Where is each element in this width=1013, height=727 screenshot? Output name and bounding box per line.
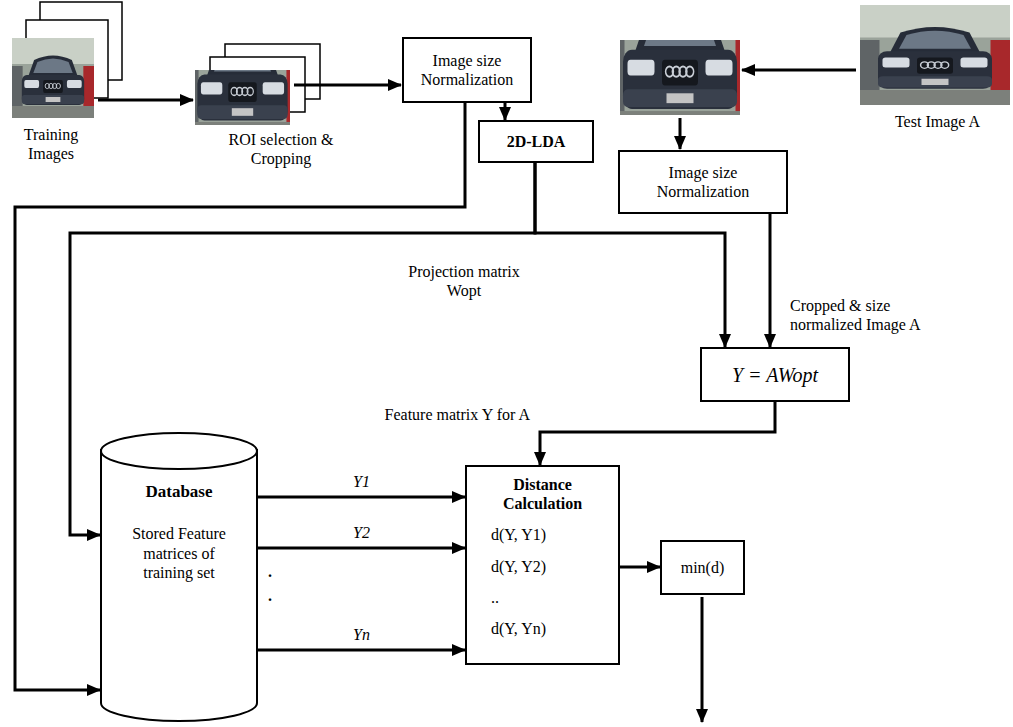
process-box: 2D-LDA (478, 120, 594, 163)
process-box: Distance Calculation d(Y, Y1) d(Y, Y2).. d(… (465, 465, 620, 665)
connector-arrow (620, 566, 660, 569)
node-title: Distance Calculation (477, 475, 608, 513)
line-label: Cropped & size normalized Image A (790, 296, 940, 334)
roi-image-stack (183, 18, 320, 140)
node-text: .. (491, 588, 499, 607)
node-title: Y = AWopt (732, 363, 818, 387)
connector-arrow (258, 547, 465, 550)
line-label: Projection matrix Wopt (400, 262, 528, 300)
image-caption: Training Images (10, 125, 92, 163)
connector-arrow (540, 402, 775, 465)
process-box: min(d) (660, 540, 745, 595)
cylinder-body (101, 450, 257, 721)
node-title: min(d) (681, 558, 725, 577)
connector-arrow (258, 649, 465, 652)
cropped-car-photo (183, 18, 302, 140)
flow-arrow (679, 118, 682, 149)
output-arrow (701, 597, 704, 722)
image-caption: ROI selection & Cropping (228, 130, 334, 168)
flow-arrows (98, 70, 856, 722)
ellipsis-dot: . (264, 562, 276, 581)
node-text: d(Y, Y2) (491, 557, 546, 576)
connector-arrow (258, 496, 465, 499)
connector-arrow (769, 214, 772, 347)
database-cylinder: DatabaseStored Feature matrices of train… (100, 432, 258, 722)
node-title: 2D-LDA (507, 132, 566, 151)
flow-arrow (98, 99, 193, 102)
cropped-test-photo (605, 0, 755, 135)
node-text: d(Y, Yn) (491, 619, 546, 638)
edge-label: Yn (340, 625, 384, 644)
cylinder-top (101, 433, 257, 469)
connector-arrow (504, 103, 507, 120)
node-title: Image size Normalization (412, 51, 522, 89)
node-text: Stored Feature matrices of training set (120, 524, 238, 582)
node-title: Image size Normalization (640, 163, 766, 201)
node-title: Database (145, 482, 212, 502)
test-car-photo (860, 5, 1010, 105)
image-caption: Test Image A (875, 112, 1000, 131)
node-text: d(Y, Y1) (491, 525, 546, 544)
car-photo (12, 38, 94, 118)
flow-arrow (742, 69, 856, 72)
edge-label: Y2 (340, 523, 384, 542)
edge-label: Y1 (340, 472, 384, 491)
ellipsis-dot: . (264, 586, 276, 605)
flow-arrow (294, 84, 401, 87)
line-label: Feature matrix Y for A (330, 405, 530, 424)
process-box: Image size Normalization (618, 150, 788, 214)
formula-box: Y = AWopt (700, 347, 850, 402)
process-box: Image size Normalization (402, 37, 532, 103)
